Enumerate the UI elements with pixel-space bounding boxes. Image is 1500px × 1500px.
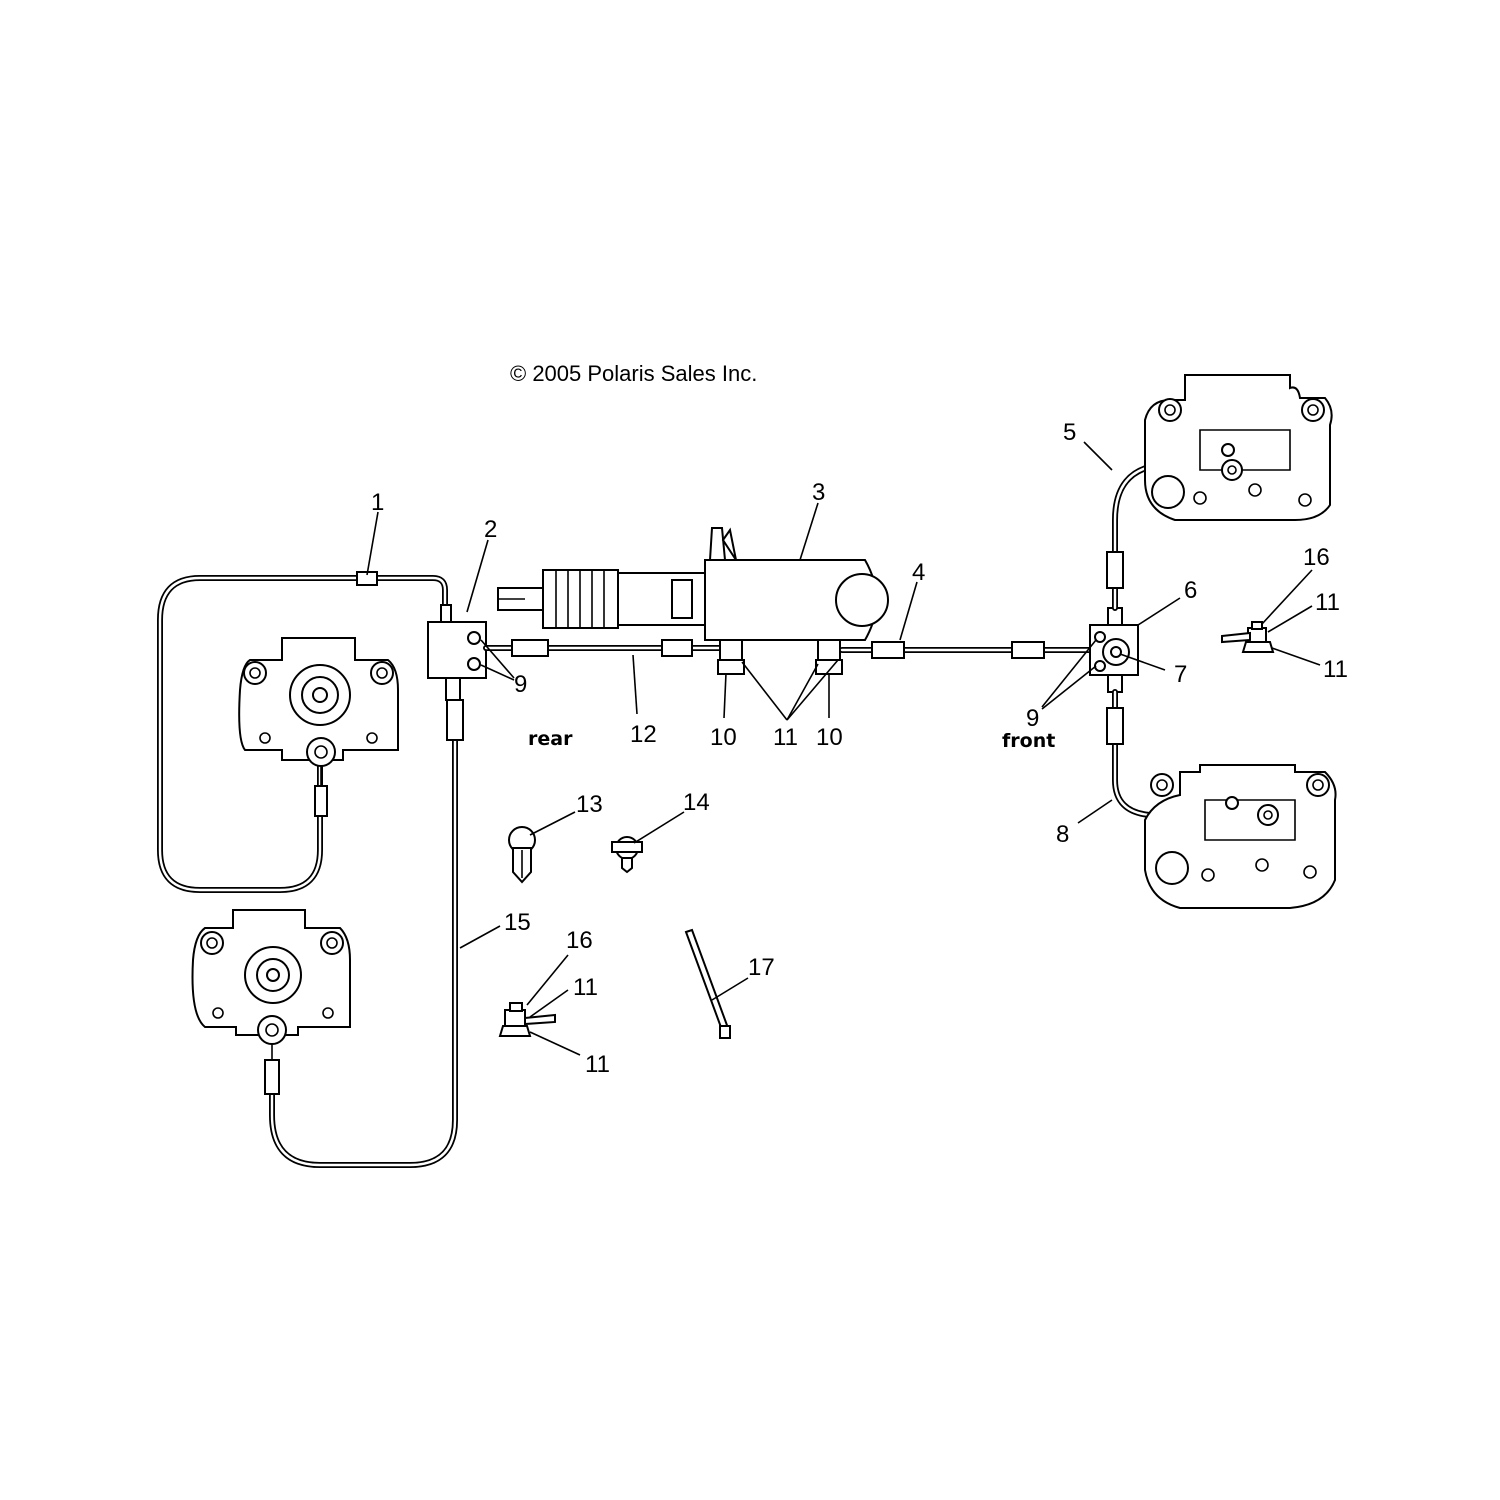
rear-caliper-upper — [238, 637, 399, 786]
front-junction-block — [1089, 607, 1139, 693]
bolt-assembly-right — [1221, 621, 1275, 653]
clip-13 — [508, 826, 536, 884]
brake-line-12 — [483, 639, 723, 657]
callout-7: 7 — [1174, 661, 1187, 688]
rear-caliper-lower — [191, 909, 351, 1060]
callout-9-rear: 9 — [514, 671, 527, 698]
callout-11-left-upper: 11 — [573, 974, 598, 1001]
callout-3: 3 — [812, 479, 825, 506]
front-label: front — [1002, 730, 1055, 752]
callout-11-center: 11 — [773, 724, 798, 751]
callout-10-right: 10 — [816, 724, 843, 751]
callout-8: 8 — [1056, 821, 1069, 848]
callout-16-left: 16 — [566, 927, 593, 954]
callout-13: 13 — [576, 791, 603, 818]
callout-2: 2 — [484, 516, 497, 543]
callout-12: 12 — [630, 721, 657, 748]
front-caliper-upper — [1144, 374, 1333, 521]
callout-9-front: 9 — [1026, 705, 1039, 732]
leader-lines — [366, 441, 1321, 1056]
rear-label: rear — [528, 728, 573, 750]
callout-6: 6 — [1184, 577, 1197, 604]
clip-14 — [611, 836, 643, 874]
tool-17 — [684, 928, 731, 1039]
copyright-text: © 2005 Polaris Sales Inc. — [510, 361, 757, 386]
callout-10-left: 10 — [710, 724, 737, 751]
front-caliper-lower — [1144, 764, 1337, 909]
callout-4: 4 — [912, 559, 925, 586]
callout-5: 5 — [1063, 419, 1076, 446]
callout-17: 17 — [748, 954, 775, 981]
callout-11-right-upper: 11 — [1315, 589, 1340, 616]
callout-11-left-lower: 11 — [585, 1051, 610, 1078]
callout-11-right-lower: 11 — [1323, 656, 1348, 683]
callout-15: 15 — [504, 909, 531, 936]
rear-junction-block — [427, 604, 487, 701]
callout-labels: 1 2 3 4 5 6 7 8 9 9 10 10 11 11 11 11 11… — [371, 419, 1348, 1078]
brake-hose-1 — [157, 571, 448, 893]
callout-16-right: 16 — [1303, 544, 1330, 571]
callout-1: 1 — [371, 489, 384, 516]
bolt-assembly-left — [498, 1002, 556, 1037]
brake-line-4 — [839, 641, 1103, 659]
master-cylinder — [497, 527, 889, 675]
callout-14: 14 — [683, 789, 710, 816]
